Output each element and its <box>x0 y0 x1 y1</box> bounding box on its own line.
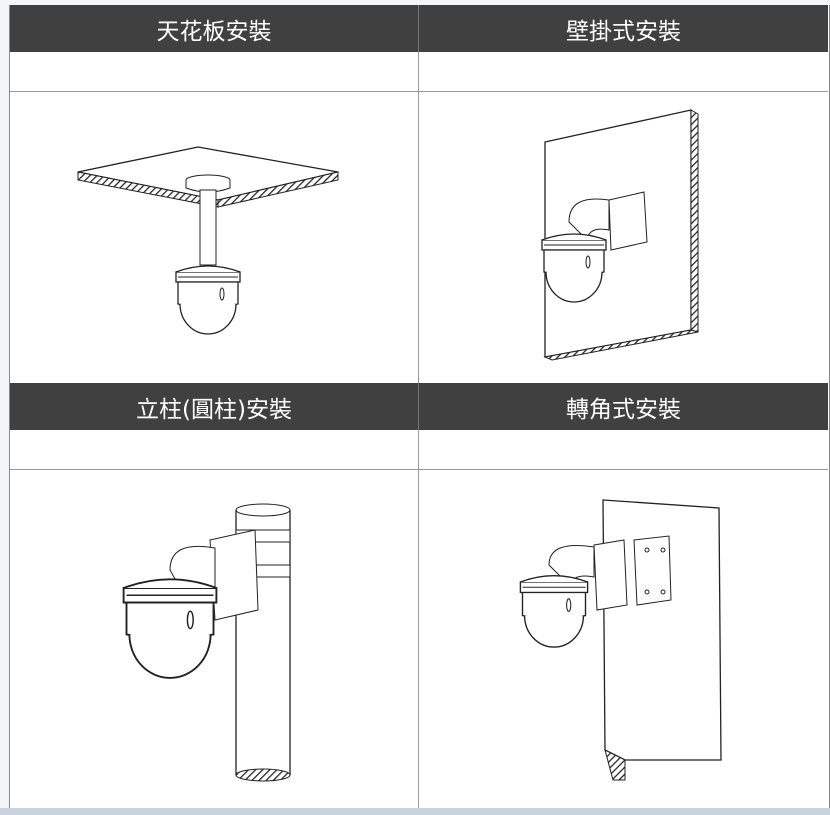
header-ceiling-mount: 天花板安裝 <box>10 5 419 52</box>
wall-mount-illustration <box>419 92 828 383</box>
blank-cell <box>10 52 419 92</box>
blank-cell <box>419 430 828 470</box>
header-corner-mount: 轉角式安裝 <box>419 383 828 430</box>
blank-cell <box>10 430 419 470</box>
pole-mount-illustration <box>10 470 419 808</box>
window-bottom-edge <box>0 808 830 815</box>
header-wall-mount: 壁掛式安裝 <box>419 5 828 52</box>
mounting-options-table: 天花板安裝 壁掛式安裝 <box>9 5 830 809</box>
header-pole-mount: 立柱(圓柱)安裝 <box>10 383 419 430</box>
ceiling-mount-illustration <box>10 92 419 383</box>
blank-cell <box>419 52 828 92</box>
corner-mount-illustration <box>419 470 828 808</box>
